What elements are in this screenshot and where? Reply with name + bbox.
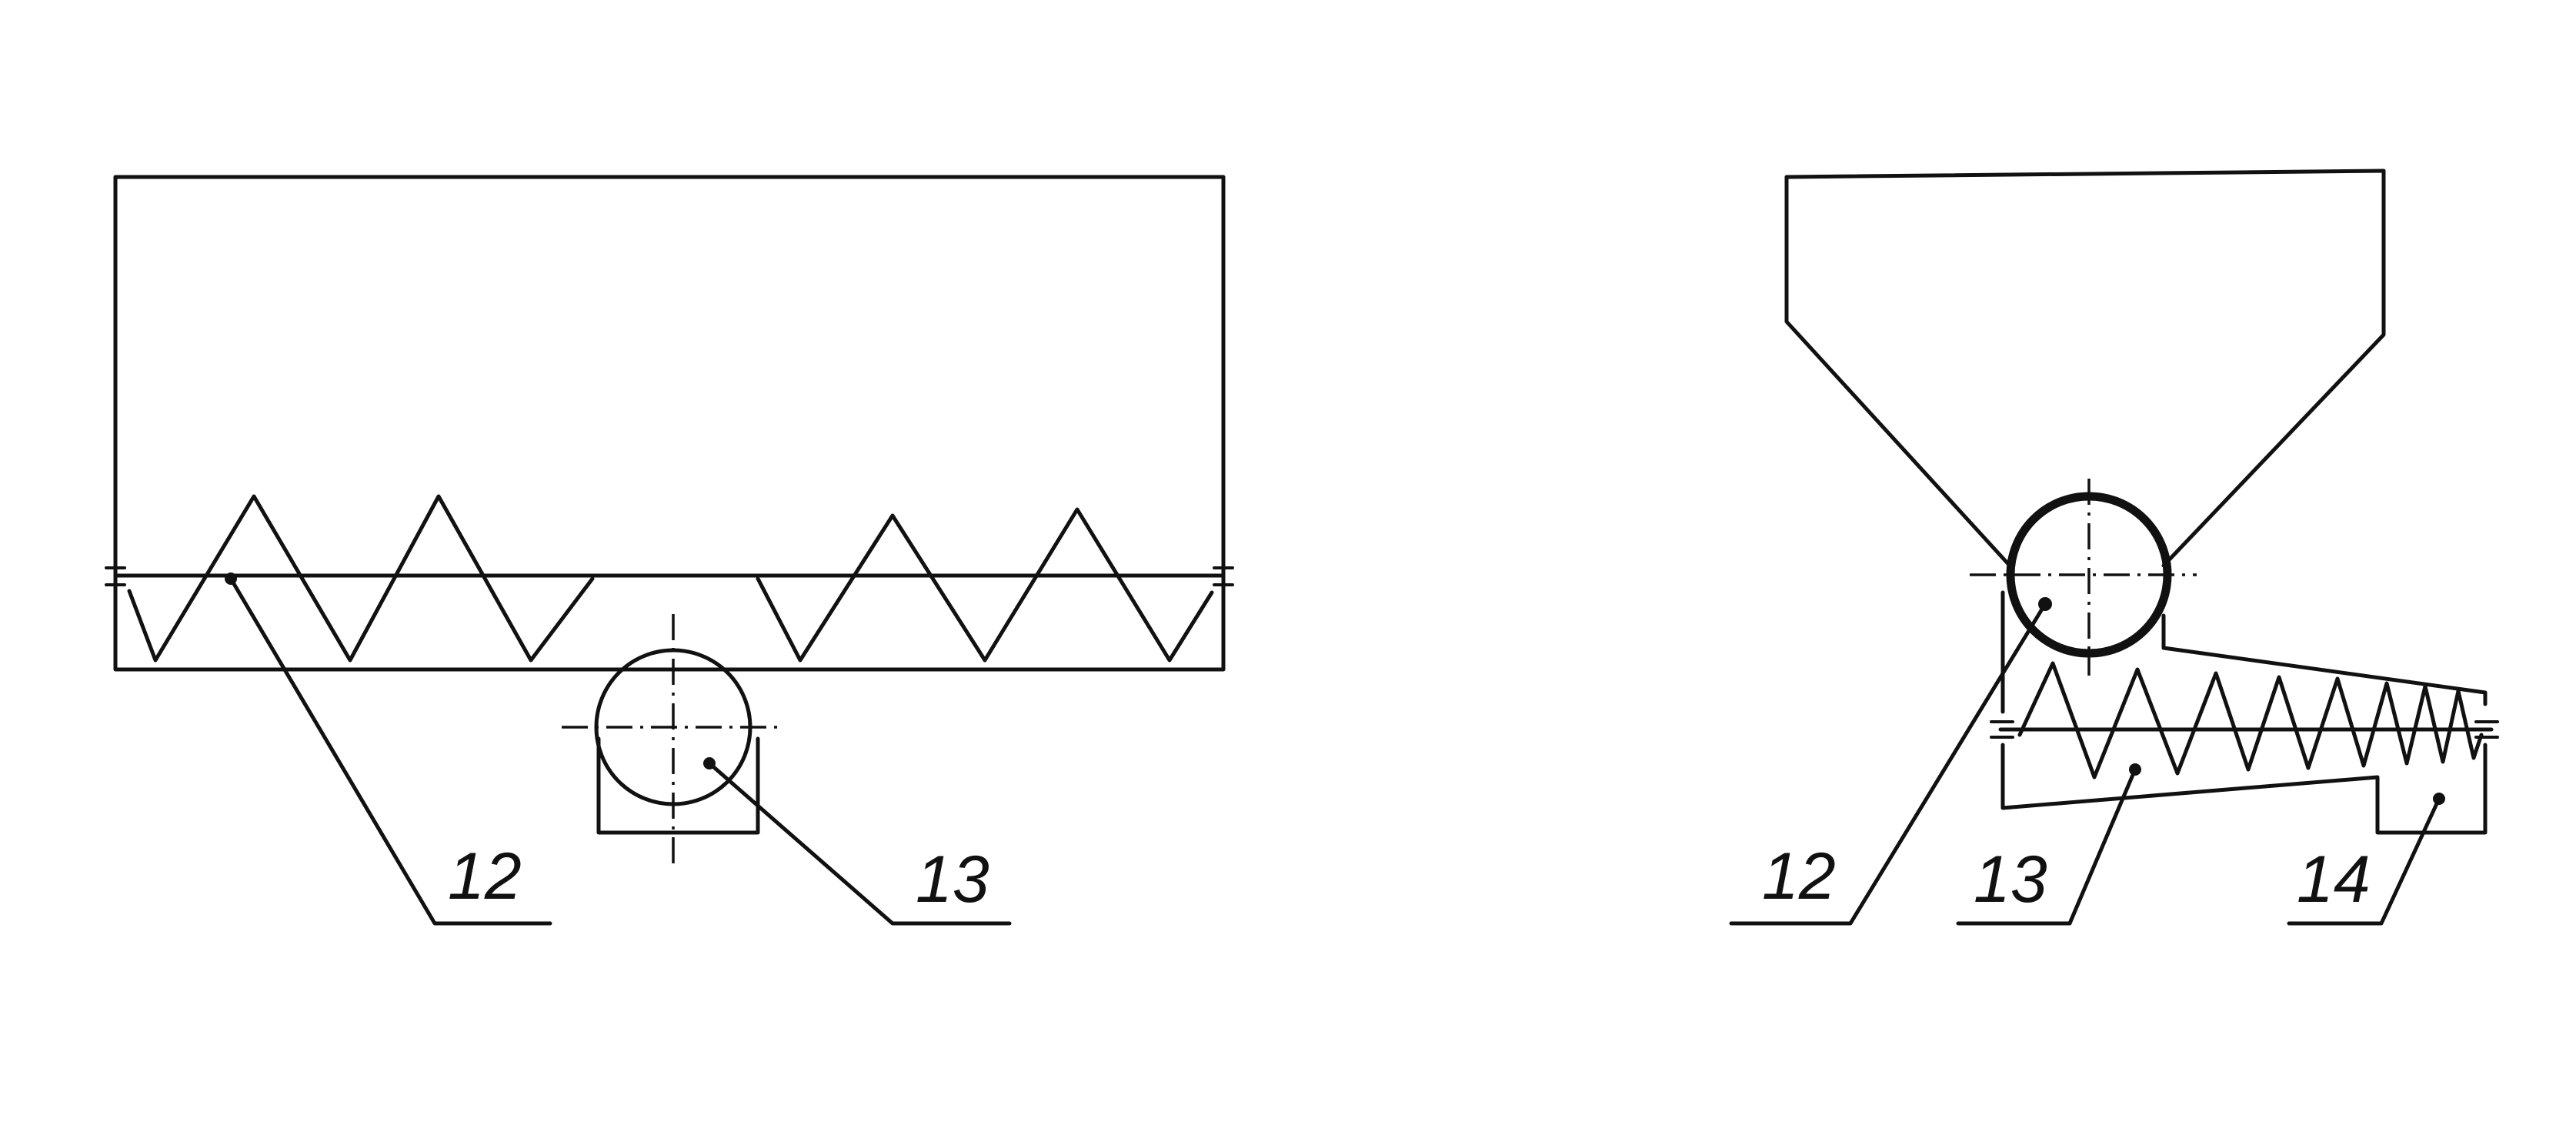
right-leader-13 bbox=[1956, 767, 2137, 926]
right-flange-left bbox=[1990, 720, 2014, 739]
right-label-14: 14 bbox=[2297, 843, 2371, 916]
left-auger-flights-a bbox=[127, 494, 595, 663]
right-leader-12 bbox=[1729, 602, 2047, 926]
left-leader-12-dot bbox=[225, 573, 237, 585]
left-hopper-outline bbox=[113, 175, 1226, 672]
right-label-12: 12 bbox=[1762, 840, 1836, 913]
right-view: 12 13 14 bbox=[1729, 169, 2499, 926]
right-leader-14 bbox=[2287, 796, 2441, 926]
right-housing-upper bbox=[2161, 613, 2488, 706]
left-flange-right bbox=[1213, 566, 1234, 586]
left-label-13: 13 bbox=[916, 843, 989, 916]
right-screw-flights bbox=[2017, 661, 2484, 779]
left-auger-flights-b bbox=[756, 507, 1214, 663]
right-leader-13-dot bbox=[2129, 763, 2141, 776]
right-hopper-outline-left bbox=[1784, 175, 2012, 568]
left-view: 12 13 bbox=[105, 175, 1234, 926]
right-leader-14-dot bbox=[2433, 793, 2445, 805]
right-hopper-outline-right bbox=[2161, 169, 2386, 568]
left-motor-base bbox=[596, 736, 760, 835]
left-leader-13 bbox=[707, 761, 1012, 926]
right-housing-lower bbox=[2000, 743, 2488, 835]
right-hopper-top bbox=[1784, 169, 2386, 179]
right-label-13: 13 bbox=[1974, 843, 2047, 916]
left-flange-left bbox=[105, 566, 126, 586]
left-leader-12 bbox=[229, 576, 552, 926]
left-label-12: 12 bbox=[448, 840, 522, 913]
